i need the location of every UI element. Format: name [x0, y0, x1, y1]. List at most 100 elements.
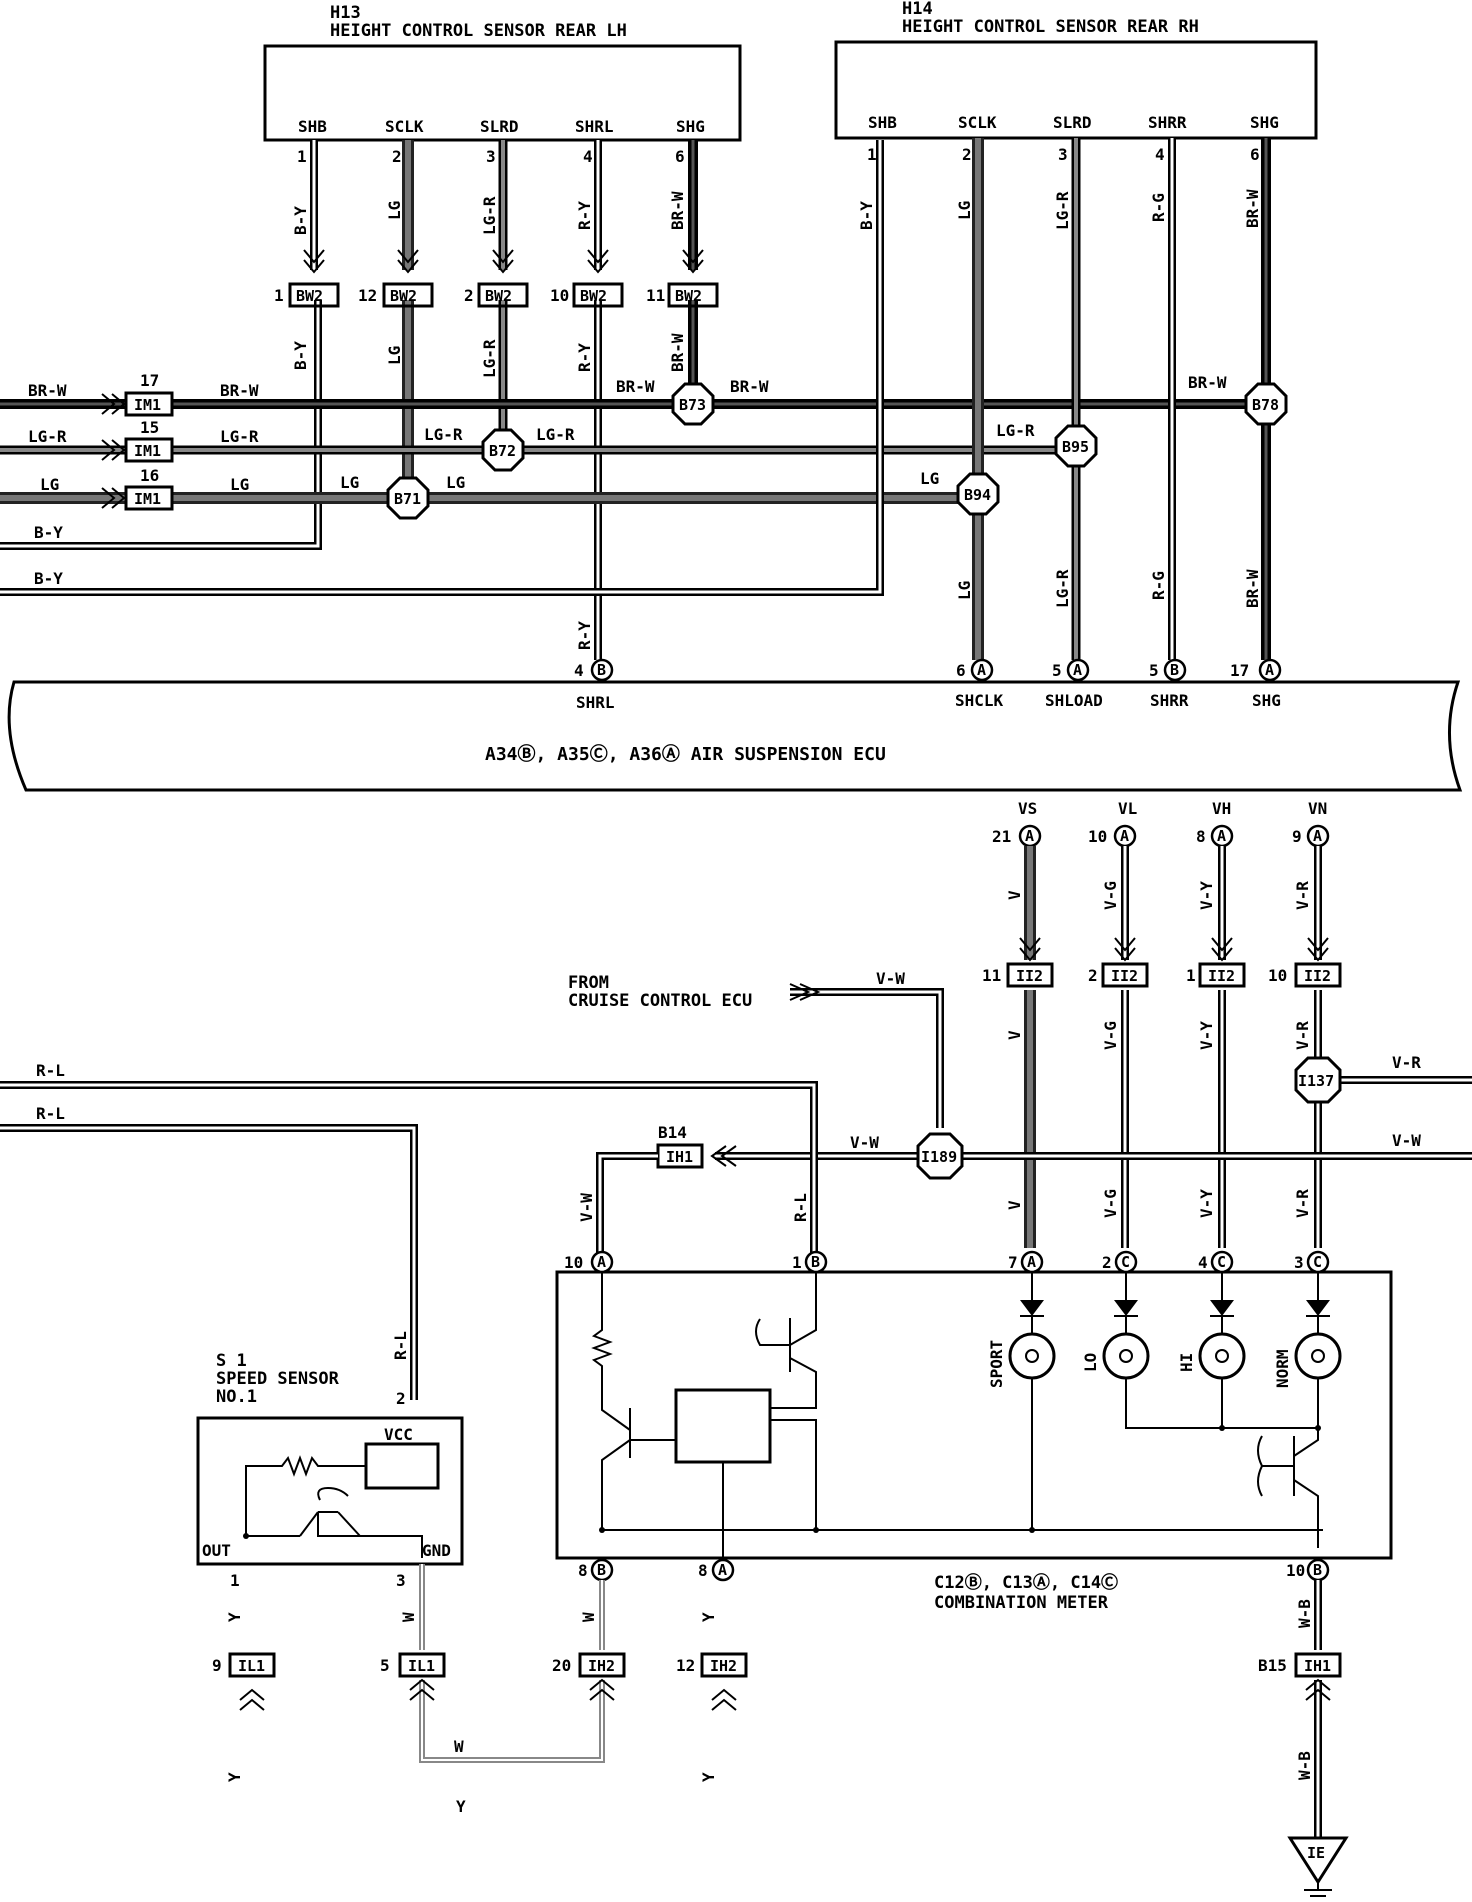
svg-text:11: 11	[982, 966, 1001, 985]
svg-text:LG: LG	[385, 346, 404, 365]
h13-pin-num-3: 3	[486, 147, 496, 166]
svg-text:C: C	[1121, 1253, 1130, 1271]
svg-text:B71: B71	[394, 490, 421, 508]
meter-box	[555, 1270, 1393, 1560]
svg-text:Y: Y	[699, 1772, 718, 1782]
svg-text:C: C	[1313, 1253, 1322, 1271]
svg-text:LG-R: LG-R	[480, 339, 499, 378]
svg-text:IL1: IL1	[238, 1657, 265, 1675]
svg-text:1: 1	[792, 1253, 802, 1272]
svg-text:Y: Y	[225, 1772, 244, 1782]
svg-text:10: 10	[1268, 966, 1287, 985]
svg-text:2: 2	[1088, 966, 1098, 985]
svg-text:B95: B95	[1062, 438, 1089, 456]
svg-text:R-Y: R-Y	[575, 621, 594, 650]
svg-text:2: 2	[396, 1389, 406, 1408]
svg-text:VL: VL	[1118, 799, 1137, 818]
svg-text:B-Y: B-Y	[34, 523, 63, 542]
svg-text:LG: LG	[340, 473, 359, 492]
svg-text:VH: VH	[1212, 799, 1231, 818]
svg-text:Y: Y	[456, 1797, 466, 1816]
svg-text:V-R: V-R	[1392, 1053, 1421, 1072]
h13-ref: H13	[330, 3, 361, 23]
svg-text:LG-R: LG-R	[424, 425, 463, 444]
h13-pin-sclk: SCLK	[385, 117, 424, 136]
svg-text:V-G: V-G	[1101, 1021, 1120, 1050]
svg-text:W: W	[399, 1612, 418, 1622]
svg-text:SPORT: SPORT	[987, 1340, 1006, 1388]
svg-text:B: B	[597, 661, 606, 679]
svg-text:8: 8	[1196, 827, 1206, 846]
svg-text:LG: LG	[40, 475, 59, 494]
svg-text:V-G: V-G	[1101, 881, 1120, 910]
svg-text:V-W: V-W	[1392, 1131, 1421, 1150]
svg-text:HI: HI	[1177, 1353, 1196, 1372]
svg-text:9: 9	[212, 1656, 222, 1675]
svg-text:B-Y: B-Y	[291, 341, 310, 370]
h14-pin-num-3: 3	[1058, 145, 1068, 164]
svg-text:5: 5	[1149, 661, 1159, 680]
svg-text:V-Y: V-Y	[1197, 1021, 1216, 1050]
svg-text:6: 6	[956, 661, 966, 680]
svg-text:Y: Y	[225, 1612, 244, 1622]
svg-text:LG: LG	[230, 475, 249, 494]
h13-pin-shg: SHG	[676, 117, 705, 136]
svg-text:V-G: V-G	[1101, 1189, 1120, 1218]
bw2-arrows	[303, 249, 704, 274]
h13-pin-num-6: 6	[675, 147, 685, 166]
svg-text:A: A	[1073, 661, 1082, 679]
bw2-label-5: BW2	[675, 287, 702, 305]
svg-text:V: V	[1005, 1030, 1024, 1040]
svg-text:10: 10	[564, 1253, 583, 1272]
ih1-b14: B14	[658, 1123, 687, 1142]
ii2-connectors: II2 11 II2 2 II2 1 II2 10	[982, 962, 1342, 988]
splice-b72: B72	[481, 428, 525, 472]
svg-text:BR-W: BR-W	[668, 191, 687, 230]
svg-text:VS: VS	[1018, 799, 1037, 818]
svg-text:W-B: W-B	[1295, 1751, 1314, 1780]
svg-text:VN: VN	[1308, 799, 1327, 818]
svg-text:5: 5	[1052, 661, 1062, 680]
splice-b73: B73	[671, 382, 715, 426]
svg-text:I189: I189	[921, 1148, 957, 1166]
h13-pin-num-1: 1	[297, 147, 307, 166]
svg-text:B: B	[1170, 661, 1179, 679]
svg-text:II2: II2	[1304, 967, 1331, 985]
bw2-pin-12: 12	[358, 286, 377, 305]
h14-pin-num-4: 4	[1155, 145, 1165, 164]
bw2-connectors: BW2 1 BW2 12 BW2 2 BW2 10 BW2 11	[274, 282, 719, 308]
im1-label-2: IM1	[134, 442, 161, 460]
meter-name: COMBINATION METER	[934, 1593, 1109, 1613]
svg-text:LG: LG	[955, 581, 974, 600]
bw2-pin-10: 10	[550, 286, 569, 305]
lamp-norm: NORM	[1257, 1272, 1342, 1548]
svg-text:B94: B94	[964, 486, 991, 504]
svg-text:1: 1	[1186, 966, 1196, 985]
svg-text:IH2: IH2	[588, 1657, 615, 1675]
svg-text:10: 10	[1286, 1561, 1305, 1580]
svg-text:B: B	[597, 1561, 606, 1579]
h14-pin-shg: SHG	[1250, 113, 1279, 132]
svg-text:I137: I137	[1298, 1072, 1334, 1090]
svg-text:A: A	[1025, 827, 1034, 845]
bw2-pin-2: 2	[464, 286, 474, 305]
svg-text:LG: LG	[446, 473, 465, 492]
ground-ie: IE	[1287, 1836, 1349, 1897]
svg-text:B78: B78	[1252, 396, 1279, 414]
svg-text:BR-W: BR-W	[730, 377, 769, 396]
svg-text:V-Y: V-Y	[1197, 1189, 1216, 1218]
bw2-pin-11: 11	[646, 286, 665, 305]
top-wire-labels: B-Y B-Y LG LG LG-R LG-R R-Y R-Y BR-W BR-…	[28, 189, 1262, 650]
svg-text:12: 12	[676, 1656, 695, 1675]
svg-text:B-Y: B-Y	[857, 201, 876, 230]
svg-text:V-W: V-W	[577, 1193, 596, 1222]
svg-text:1: 1	[230, 1571, 240, 1590]
svg-text:A: A	[1265, 661, 1274, 679]
svg-text:OUT: OUT	[202, 1541, 231, 1560]
im1-arrows	[101, 393, 126, 509]
svg-text:LG: LG	[920, 469, 939, 488]
splice-b78: B78	[1244, 382, 1288, 426]
bw2-label-2: BW2	[390, 287, 417, 305]
h14-pin-shrr: SHRR	[1148, 113, 1187, 132]
